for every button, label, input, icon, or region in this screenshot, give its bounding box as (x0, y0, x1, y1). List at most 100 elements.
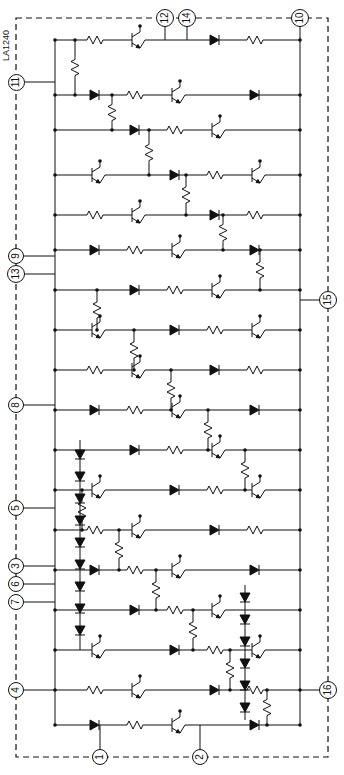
pin-circle: 10 (291, 9, 309, 27)
junction-dot (98, 159, 102, 163)
diode-symbol (210, 210, 219, 220)
diode-symbol (240, 681, 250, 690)
transistor-symbol (132, 690, 145, 698)
diode-symbol (240, 668, 250, 669)
junction-dot (138, 199, 142, 203)
transistor-symbol (172, 81, 180, 92)
wire (105, 530, 125, 531)
transistor-symbol (172, 556, 180, 567)
wire (265, 570, 300, 571)
resistor-symbol (245, 211, 265, 219)
wire (185, 290, 205, 291)
wire (105, 725, 125, 726)
resistor-symbol (226, 660, 234, 680)
wire (205, 610, 212, 611)
junction-dot (73, 38, 77, 42)
transistor-symbol (256, 335, 260, 339)
wire (265, 490, 300, 491)
diode-symbol (219, 210, 220, 220)
pin-number: 8 (11, 402, 21, 408)
transistor-symbol (132, 363, 133, 377)
diode-symbol (259, 565, 260, 575)
transistor-symbol (212, 290, 225, 298)
transistor-symbol (252, 161, 260, 172)
junction-dot (138, 354, 142, 358)
resistor-symbol (245, 526, 265, 534)
diode-symbol (75, 516, 85, 525)
transistor-symbol (92, 636, 100, 647)
resistor-symbol (108, 103, 116, 123)
resistor-symbol (204, 420, 212, 440)
transistor-symbol (172, 570, 185, 578)
wire (55, 370, 85, 371)
wire (85, 330, 92, 331)
diode-symbol (130, 605, 139, 615)
diode-symbol (99, 720, 100, 730)
wire (265, 250, 300, 251)
junction-dot (206, 408, 210, 412)
wire (225, 490, 245, 491)
junction-dot (218, 114, 222, 118)
pin-circle: 4 (8, 682, 24, 698)
wire (265, 690, 300, 691)
junction-dot (117, 528, 121, 532)
wire (205, 130, 212, 131)
transistor-symbol (172, 711, 180, 722)
transistor-symbol (212, 603, 213, 617)
transistor-symbol (216, 295, 220, 299)
wire (165, 570, 172, 571)
wire (185, 725, 245, 726)
transistor-symbol (212, 436, 220, 447)
transistor-symbol (136, 535, 140, 539)
junction-dot (138, 674, 142, 678)
wire (185, 450, 205, 451)
wire (105, 490, 165, 491)
diode-symbol (170, 485, 179, 495)
wire (125, 40, 132, 41)
pin-circle: 7 (8, 594, 24, 610)
wire (185, 410, 245, 411)
resistor-symbol (256, 260, 264, 280)
transistor-symbol (132, 208, 133, 222)
diode-symbol (75, 560, 85, 569)
wire (105, 175, 165, 176)
transistor-symbol (132, 370, 145, 378)
wire (165, 725, 172, 726)
diode-symbol (240, 690, 250, 691)
diode-symbol (130, 125, 139, 135)
resistor-symbol (85, 366, 105, 374)
package-outline (16, 18, 328, 757)
diode-symbol (130, 285, 139, 295)
transistor-symbol (92, 161, 100, 172)
wire (145, 215, 205, 216)
transistor-symbol (256, 180, 260, 184)
junction-dot (132, 368, 136, 372)
diode-symbol (219, 685, 220, 695)
wire (55, 175, 85, 176)
pin-circle: 2 (192, 749, 208, 765)
pin-number: 6 (11, 581, 21, 587)
junction-dot (184, 173, 188, 177)
junction-dot (154, 568, 158, 572)
resistor-symbol (115, 540, 123, 560)
wire (245, 175, 252, 176)
wire (145, 610, 165, 611)
junction-dot (98, 474, 102, 478)
resistor-symbol (125, 721, 145, 729)
transistor-symbol (212, 123, 213, 137)
transistor-symbol (96, 655, 100, 659)
pin-number: 9 (11, 253, 21, 259)
diode-symbol (139, 605, 140, 615)
pin-circle: 8 (8, 397, 24, 413)
transistor-symbol (252, 476, 260, 487)
diode-symbol (75, 547, 85, 548)
junction-dot (243, 448, 247, 452)
resistor-symbol (125, 406, 145, 414)
wire (225, 330, 245, 331)
transistor-symbol (96, 180, 100, 184)
transistor-symbol (96, 335, 100, 339)
wire (185, 250, 245, 251)
diode-symbol (210, 35, 219, 45)
junction-dot (218, 434, 222, 438)
